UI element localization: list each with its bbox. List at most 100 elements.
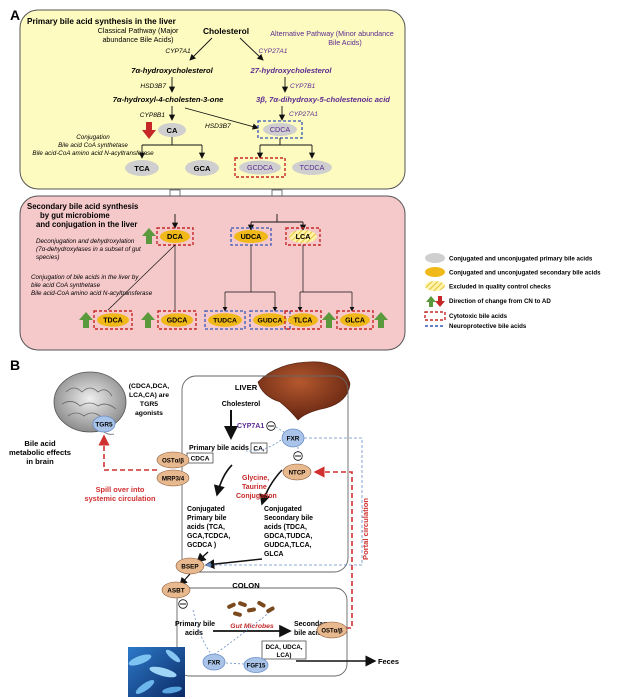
green-up-arrow-tdca: [79, 312, 93, 328]
cdca-node: [263, 123, 297, 136]
red-down-arrow-ca: [142, 122, 156, 139]
dca-node: [160, 230, 190, 243]
feces-label: Feces: [378, 657, 399, 666]
tudca-neuro-box: [204, 310, 246, 330]
tgr5-agonist-note-3: TGR5: [140, 401, 158, 408]
primary-synthesis-title: Primary bile acid synthesis in the liver: [27, 17, 177, 26]
gudca-label: GUDCA: [258, 318, 283, 325]
conj-primary-3: acids (TCA,: [187, 524, 225, 531]
primary-colon-2: acids: [185, 630, 203, 637]
green-up-arrow-dca: [142, 228, 156, 244]
conj-secondary-4: GDCA,TUDCA,: [264, 533, 312, 540]
ntcp-node[interactable]: [282, 463, 312, 481]
conj-primary-5: GCDCA ): [187, 542, 216, 549]
legend-primary-swatch: [425, 253, 445, 263]
tgr5-agonist-note-4: agonists: [135, 410, 163, 417]
legend-neuro-text: Neuroprotective bile acids: [449, 323, 527, 330]
colon-compartment: [176, 587, 348, 677]
hsd3b7-mid-label: HSD3B7: [205, 123, 231, 130]
ca-label: CA: [167, 126, 178, 135]
legend-direction-icon: [426, 296, 445, 307]
arrow-hsd-to-cdca: [184, 107, 259, 130]
gcdca-label: GCDCA: [247, 163, 273, 172]
gut-microbes-label: Gut Microbes: [230, 623, 274, 630]
conj-liver-label-1: Conjugation of bile acids in the liver b…: [31, 274, 139, 281]
ost-ab-colon[interactable]: [316, 621, 348, 639]
arrow-chol-to-7a: [189, 37, 213, 61]
gdca-node: [161, 313, 193, 327]
glycine-label-1: Glycine,: [242, 475, 269, 482]
ost-ab-liver[interactable]: [156, 451, 190, 469]
fxr-colon-node[interactable]: [202, 653, 226, 671]
gudca-neuro-box: [249, 310, 291, 330]
dca-label: DCA: [167, 232, 184, 241]
glycine-label-3: Conjugation: [236, 493, 277, 500]
tgr5-label: TGR5: [95, 422, 113, 429]
panel-b-letter: B: [10, 357, 20, 373]
legend-secondary-text: Conjugated and unconjugated secondary bi…: [449, 270, 601, 277]
asbt-label: ASBT: [167, 588, 184, 595]
fxr-feedback-line: [205, 437, 363, 568]
fxr-liver-label: FXR: [287, 436, 300, 443]
tudca-label: TUDCA: [213, 318, 237, 325]
cdca-box-label: CDCA: [191, 456, 210, 463]
ost-ab-colon-label: OSTα/β: [321, 629, 343, 635]
brain-effects-2: metabolic effects: [9, 448, 71, 457]
gut-bacteria-rods: [227, 601, 275, 617]
tdca-node: [97, 313, 129, 327]
conj-primary-1: Conjugated: [187, 506, 225, 513]
spill-over-label-2: systemic circulation: [84, 494, 156, 503]
secondary-title-2: by gut microbiome: [40, 211, 110, 220]
tca-node: [125, 160, 159, 176]
alternative-pathway-label: Alternative Pathway (Minor abundance: [270, 29, 393, 38]
tdca-cytotoxic-box: [93, 310, 133, 330]
tgr5-node[interactable]: [92, 415, 116, 433]
hydroxycholesterol-27: 27-hydroxycholesterol: [249, 66, 332, 75]
conj-liver-label-2: bile acid CoA synthetase: [31, 282, 101, 289]
conjugation-label: Conjugation: [76, 134, 110, 141]
bacteria-photo: [128, 647, 185, 697]
brain-effects-3: in brain: [26, 457, 54, 466]
tgr5-agonist-note-1: (CDCA,DCA,: [129, 383, 170, 390]
glca-node: [340, 313, 370, 327]
fgf15-node[interactable]: [243, 657, 269, 673]
fxr-colon-label: FXR: [208, 660, 221, 667]
alternative-pathway-label-2: Bile Acids): [328, 38, 362, 47]
legend-excluded-swatch: [425, 281, 445, 291]
mrp34-liver-label: MRP3/4: [162, 476, 185, 483]
ntcp-label: NTCP: [289, 470, 306, 477]
tudca-node: [208, 313, 242, 327]
hsd3b7-label: HSD3B7: [140, 83, 166, 90]
bsep-label: BSEP: [181, 564, 199, 571]
dca-udca-box: [261, 640, 307, 660]
lca-node: [289, 230, 317, 243]
legend-secondary-swatch: [425, 267, 445, 277]
legend-primary-text: Conjugated and unconjugated primary bile…: [449, 256, 593, 263]
cyp27a1-b-label: CYP27A1: [289, 111, 318, 118]
glycine-label-2: Taurine: [242, 484, 267, 491]
tlca-node: [288, 313, 318, 327]
asbt-node[interactable]: [161, 581, 191, 599]
conj-liver-label-3: Bile acid-CoA amino acid N-acyltransfera…: [31, 290, 153, 297]
conjugation-enzyme-2: Bile acid-CoA amino acid N-acyltransfera…: [32, 150, 154, 157]
tcdca-node: [292, 160, 332, 175]
green-up-arrow-gdca: [141, 312, 155, 328]
conjugation-curve-arrow: [213, 464, 233, 497]
cyp7a1-b-label: CYP7A1: [237, 423, 264, 430]
legend-cytotoxic-text: Cytotoxic bile acids: [449, 313, 508, 320]
brain-effects-1: Bile acid: [24, 439, 56, 448]
hydroxycholesterol-7a: 7α-hydroxycholesterol: [131, 66, 213, 75]
mrp34-liver[interactable]: [156, 469, 190, 487]
gcdca-cytotoxic-box: [234, 157, 286, 178]
secondary-colon-2: bile acids: [294, 630, 326, 637]
conj-secondary-3: acids (TDCA,: [264, 524, 307, 531]
gudca-node: [253, 313, 287, 327]
tdca-label: TDCA: [103, 318, 122, 325]
dihydroxy-cholestenoic-acid: 3β, 7α-dihydroxy-5-cholestenoic acid: [256, 95, 390, 104]
deconj-label-3: species): [36, 254, 59, 261]
dca-udca-label-1: DCA, UDCA,: [265, 644, 302, 651]
ost-ab-liver-label: OSTα/β: [162, 458, 184, 465]
primary-synthesis-panel: [19, 9, 406, 190]
colon-fxr-loop-2: [211, 611, 271, 657]
conj-secondary-6: GLCA: [264, 551, 284, 558]
